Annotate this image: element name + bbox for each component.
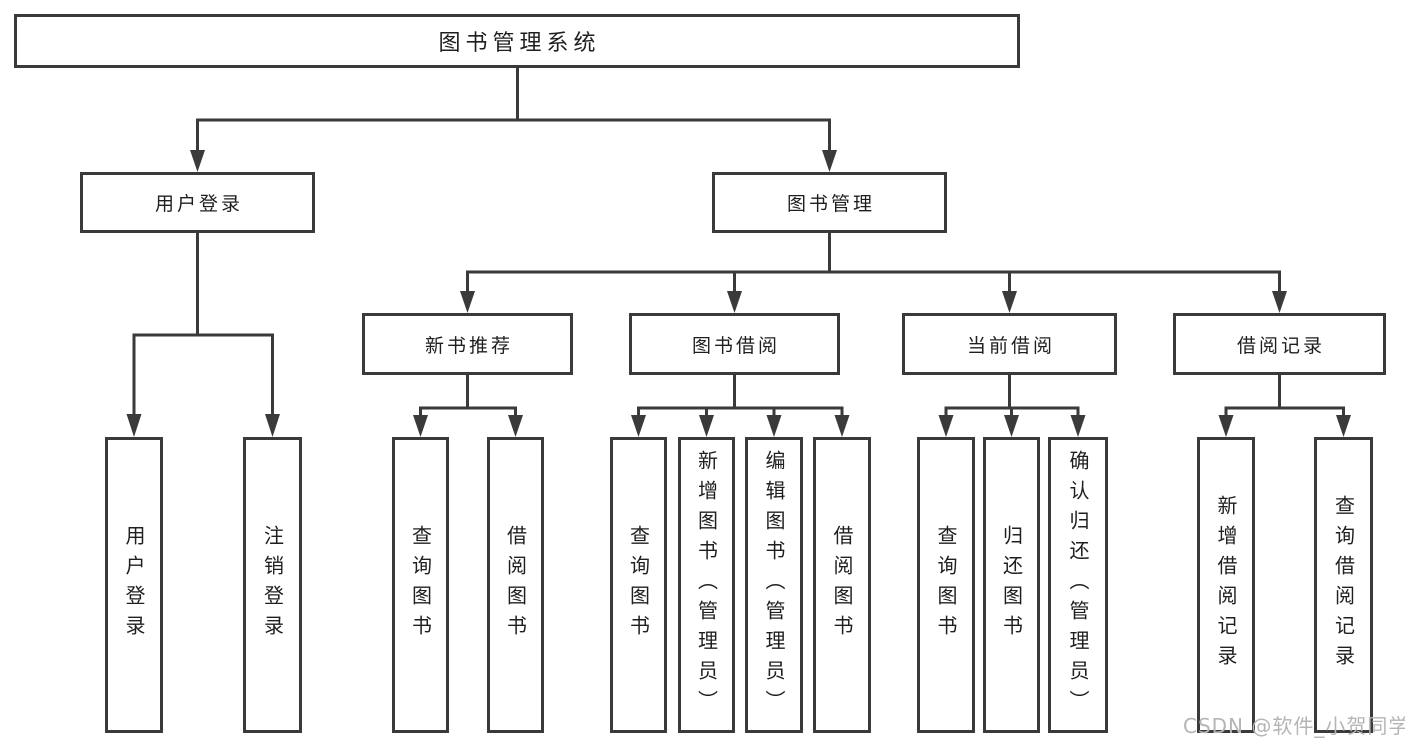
leaf-edit-book-admin: 编辑图书（管理员） — [745, 437, 803, 733]
node-user-login: 用户登录 — [80, 172, 315, 233]
node-label: 用户登录 — [122, 525, 146, 645]
leaf-user-login: 用户登录 — [105, 437, 163, 733]
node-label: 当前借阅 — [966, 334, 1055, 357]
node-current-borrow: 当前借阅 — [902, 313, 1117, 375]
leaf-return-book: 归还图书 — [983, 437, 1040, 733]
leaf-borrow-book: 借阅图书 — [813, 437, 871, 733]
node-book-borrow: 图书借阅 — [629, 313, 840, 375]
node-label: 图书管理系统 — [438, 31, 601, 56]
node-label: 图书借阅 — [691, 334, 780, 357]
node-label: 编辑图书（管理员） — [762, 450, 786, 720]
leaf-add-borrow-record: 新增借阅记录 — [1197, 437, 1255, 733]
node-label: 查询图书 — [934, 525, 958, 645]
node-label: 新增图书（管理员） — [694, 450, 719, 720]
leaf-borrow-query-book: 查询图书 — [610, 437, 667, 733]
node-label: 注销登录 — [260, 525, 285, 645]
node-label: 查询图书 — [626, 525, 651, 645]
leaf-query-borrow-record: 查询借阅记录 — [1314, 437, 1373, 733]
leaf-confirm-return-admin: 确认归还（管理员） — [1048, 437, 1108, 733]
leaf-recommend-borrow-book: 借阅图书 — [487, 437, 544, 733]
leaf-logout: 注销登录 — [243, 437, 302, 733]
node-label: 新增借阅记录 — [1214, 495, 1238, 675]
node-label: 查询图书 — [408, 525, 433, 645]
node-book-management: 图书管理 — [712, 172, 947, 233]
leaf-recommend-query-book: 查询图书 — [392, 437, 449, 733]
node-label: 新书推荐 — [424, 334, 513, 357]
node-label: 查询借阅记录 — [1331, 495, 1356, 675]
node-label: 借阅图书 — [503, 525, 528, 645]
node-label: 归还图书 — [999, 525, 1024, 645]
node-borrow-records: 借阅记录 — [1173, 313, 1386, 375]
leaf-current-query-book: 查询图书 — [917, 437, 975, 733]
node-root-system: 图书管理系统 — [14, 14, 1020, 68]
csdn-watermark: CSDN @软件_小贺同学 — [1183, 714, 1405, 738]
leaf-add-book-admin: 新增图书（管理员） — [678, 437, 735, 733]
node-new-book-recommend: 新书推荐 — [362, 313, 573, 375]
node-label: 图书管理 — [786, 193, 875, 215]
node-label: 确认归还（管理员） — [1066, 450, 1090, 720]
node-label: 借阅图书 — [830, 525, 854, 645]
node-label: 借阅记录 — [1236, 334, 1325, 357]
node-label: 用户登录 — [154, 193, 243, 215]
